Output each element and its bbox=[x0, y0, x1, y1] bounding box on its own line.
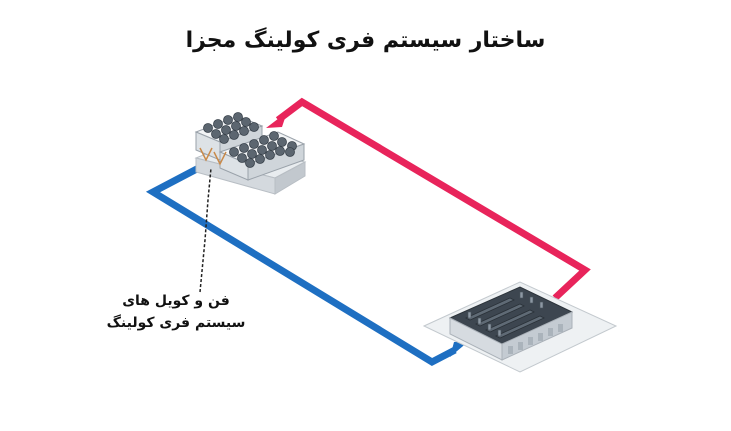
return-pipe bbox=[145, 157, 457, 367]
fan-coil-unit-icon bbox=[194, 112, 307, 195]
fan-coil-caption: فن و کویل های سیستم فری کولینگ bbox=[96, 290, 256, 334]
leader-line bbox=[199, 167, 212, 293]
data-center-room-icon bbox=[422, 281, 618, 373]
diagram-title: ساختار سیستم فری کولینگ مجزا bbox=[185, 28, 546, 53]
fan-coil-caption-line1: فن و کویل های bbox=[122, 293, 230, 309]
supply-pipe bbox=[275, 97, 591, 301]
fan-coil-caption-line2: سیستم فری کولینگ bbox=[106, 315, 246, 331]
supply-arrowhead bbox=[266, 112, 287, 128]
